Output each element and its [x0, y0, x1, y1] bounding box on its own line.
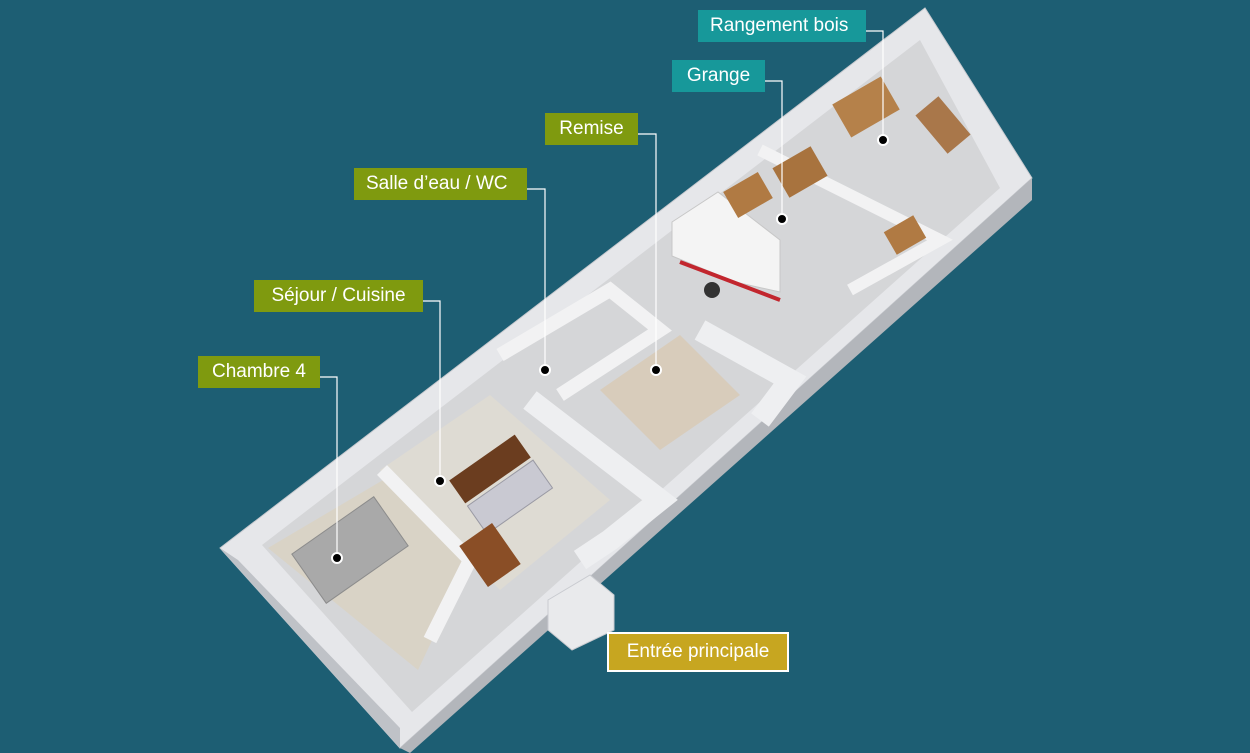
leader-chambre	[320, 376, 338, 558]
pallet-stack-1	[723, 172, 773, 218]
entrance-porch	[547, 574, 615, 651]
label-salle-eau: Salle d’eau / WC	[354, 168, 527, 200]
partition-remise	[694, 320, 807, 427]
trailer	[671, 191, 781, 293]
marker-remise	[650, 364, 662, 376]
wood-stack-2	[915, 96, 971, 154]
leader-remise	[638, 133, 657, 370]
trailer-wheel	[704, 282, 720, 298]
label-chambre: Chambre 4	[198, 356, 320, 388]
label-entree: Entrée principale	[607, 632, 789, 672]
leader-grange	[765, 80, 783, 219]
leader-salle-eau	[527, 188, 546, 370]
label-remise: Remise	[545, 113, 638, 145]
marker-salle-eau	[539, 364, 551, 376]
label-grange: Grange	[672, 60, 765, 92]
wall-side-left	[220, 548, 400, 748]
dining-table	[449, 434, 531, 504]
label-rangement-bois: Rangement bois	[698, 10, 866, 42]
dresser	[459, 523, 521, 587]
pallet-stack-2	[772, 146, 828, 198]
wood-stack-3	[883, 215, 927, 255]
marker-chambre	[331, 552, 343, 564]
trailer-chassis	[679, 260, 781, 302]
marker-sejour	[434, 475, 446, 487]
partition-hall	[523, 391, 678, 570]
label-sejour: Séjour / Cuisine	[254, 280, 423, 312]
sofa	[466, 459, 554, 535]
marker-grange	[776, 213, 788, 225]
bed	[291, 496, 409, 604]
remise-floor	[600, 335, 740, 450]
partition-bath	[496, 281, 672, 401]
leader-rangement-bois	[866, 30, 884, 140]
leader-sejour	[423, 300, 441, 481]
marker-rangement-bois	[877, 134, 889, 146]
